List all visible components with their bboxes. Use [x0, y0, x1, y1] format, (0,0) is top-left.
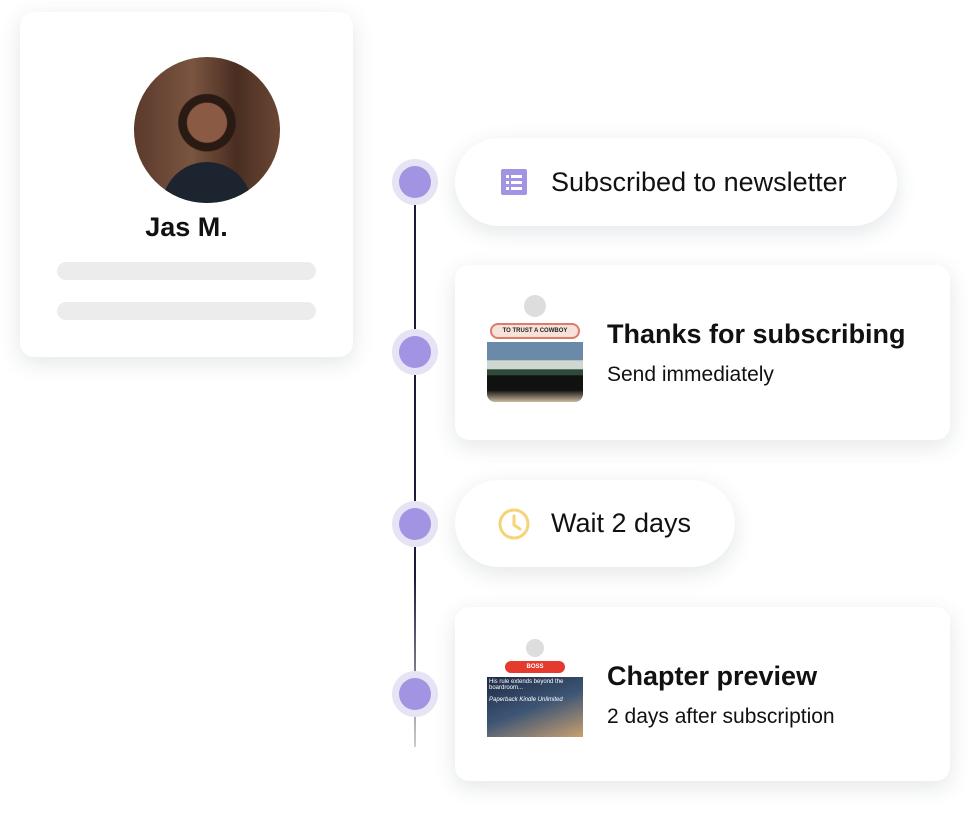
timeline-line	[414, 182, 416, 747]
step-title: Thanks for subscribing	[607, 319, 906, 349]
profile-name: Jas M.	[145, 212, 228, 242]
step-email-thanks[interactable]: TO TRUST A COWBOY Thanks for subscribing…	[455, 265, 950, 440]
timeline-dot	[392, 329, 438, 375]
email-thumbnail: BOSS His rule extends beyond the boardro…	[487, 639, 583, 737]
newsletter-form-icon	[501, 169, 527, 195]
placeholder-bar	[57, 302, 316, 320]
step-email-preview[interactable]: BOSS His rule extends beyond the boardro…	[455, 607, 950, 781]
avatar	[134, 57, 280, 203]
timeline-dot	[392, 501, 438, 547]
step-subscribed[interactable]: Subscribed to newsletter	[455, 138, 897, 226]
step-subtitle: Send immediately	[607, 363, 774, 386]
step-title: Chapter preview	[607, 661, 818, 691]
step-subtitle: 2 days after subscription	[607, 705, 835, 728]
timeline-dot	[392, 671, 438, 717]
clock-icon	[498, 508, 530, 539]
step-label: Wait 2 days	[551, 508, 692, 538]
step-label: Subscribed to newsletter	[551, 166, 847, 197]
placeholder-bar	[57, 262, 316, 280]
step-wait[interactable]: Wait 2 days	[455, 480, 735, 567]
email-thumbnail: TO TRUST A COWBOY	[487, 295, 583, 402]
timeline-dot	[392, 159, 438, 205]
profile-card: Jas M.	[20, 12, 353, 357]
